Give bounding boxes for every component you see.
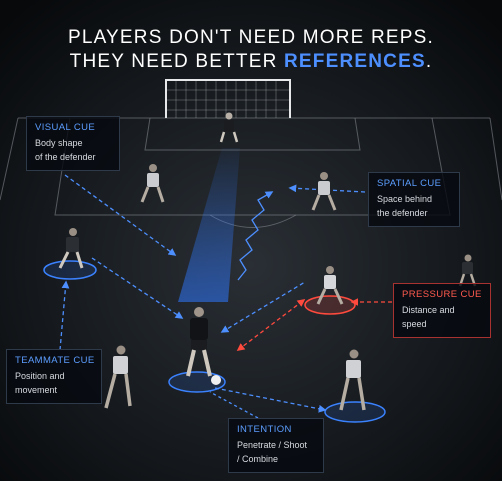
intention-line1: Penetrate / Shoot: [237, 440, 308, 450]
teammate-cue-title: TEAMMATE CUE: [15, 355, 95, 366]
teammate-cue-card: TEAMMATE CUE Position and movement: [6, 349, 102, 404]
player-defender-right: [311, 172, 337, 211]
player-goalkeeper: [219, 112, 239, 143]
headline-line2-prefix: THEY NEED BETTER: [69, 51, 284, 72]
intention-title: INTENTION: [237, 424, 292, 435]
pressure-cue-title: PRESSURE CUE: [402, 289, 482, 300]
headline-accent-word: REFERENCES: [283, 51, 426, 72]
spatial-cue-title: SPATIAL CUE: [377, 178, 442, 189]
player-far-right: [458, 254, 477, 287]
visual-cue-line2: of the defender: [35, 152, 96, 162]
teammate-cue-line2: movement: [15, 385, 58, 395]
visual-cue-line1: Body shape: [35, 138, 83, 148]
player-defender-center: [140, 164, 165, 203]
player-ball-carrier: [186, 307, 221, 385]
headline-line2-suffix: .: [425, 51, 433, 72]
ball: [211, 375, 221, 385]
player-pressing-defender: [316, 266, 344, 305]
headline-line1: PLAYERS DON'T NEED MORE REPS.: [67, 27, 435, 48]
player-teammate-bottom-left: [104, 345, 132, 409]
player-teammate-bottom-right: [339, 349, 366, 411]
intention-line2: / Combine: [237, 454, 279, 464]
visual-cue-title: VISUAL CUE: [35, 122, 96, 133]
intention-card: INTENTION Penetrate / Shoot / Combine: [228, 418, 324, 473]
pressure-cue-card: PRESSURE CUE Distance and speed: [393, 283, 491, 338]
goal: [165, 79, 291, 118]
pressure-cue-line1: Distance and: [402, 305, 455, 315]
spatial-cue-line2: the defender: [377, 208, 428, 218]
spatial-cue-line1: Space behind: [377, 194, 433, 204]
vision-cone: [178, 148, 240, 302]
teammate-cue-line1: Position and: [15, 371, 65, 381]
player-rings: [43, 260, 386, 423]
headline-line2: THEY NEED BETTER REFERENCES.: [0, 51, 502, 73]
player-teammate-left: [58, 228, 84, 269]
visual-cue-card: VISUAL CUE Body shape of the defender: [26, 116, 120, 171]
spatial-cue-card: SPATIAL CUE Space behind the defender: [368, 172, 460, 227]
pressure-cue-line2: speed: [402, 319, 427, 329]
